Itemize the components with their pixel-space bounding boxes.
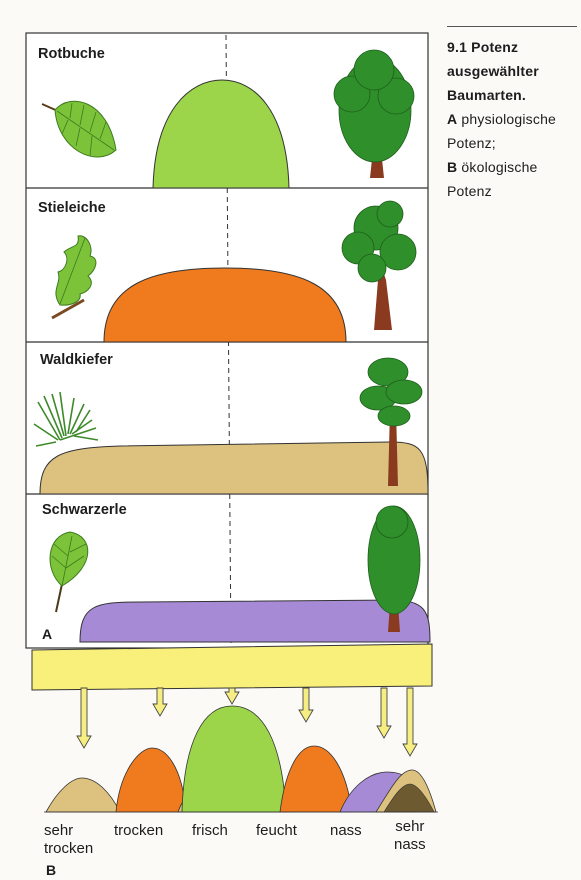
caption-part-a: A physiologische Potenz; [447,111,557,151]
scale-label-trocken: trocken [114,822,164,839]
alder-leaf-icon [49,531,89,613]
scale-label-feucht: feucht [256,822,297,839]
scale-label-nass: nass [330,822,362,839]
pine-tree-icon [359,357,423,486]
curve-waldkiefer [39,441,429,495]
oak-leaf-icon [51,235,97,320]
eco-stieleiche-left [115,747,187,813]
scale-label-sehr-trocken: sehr trocken [44,822,94,857]
curve-rotbuche [152,79,290,189]
caption-title: 9.1 Potenz ausgewählter Baumarten. [447,39,539,103]
down-arrow [224,687,240,705]
down-arrow [402,687,418,757]
down-arrow [76,687,92,749]
oak-tree-icon [341,200,417,330]
scale-label-frisch: frisch [192,822,228,839]
beech-leaf-icon [41,100,117,158]
part-label-b: B [46,862,57,878]
figure-caption: 9.1 Potenz ausgewählter Baumarten. A phy… [447,26,577,203]
down-arrow [152,687,168,717]
panel-label-waldkiefer: Waldkiefer [40,352,113,368]
panel-label-schwarzerle: Schwarzerle [42,502,127,518]
ecological-arrows [76,687,418,757]
eco-rotbuche [181,705,287,813]
pine-needles-icon [33,391,99,447]
beech-tree-icon [333,49,415,178]
eco-brown-extra [383,783,435,813]
curve-schwarzerle [79,599,431,643]
down-arrow [376,687,392,739]
part-label-a: A [42,626,53,642]
moisture-band [31,643,433,691]
curve-stieleiche [103,267,347,343]
scale-label-sehr-nass: sehr nass [394,818,426,853]
caption-part-b: B ökologische Potenz [447,159,538,199]
ecological-curves [44,705,438,813]
down-arrow [298,687,314,723]
eco-waldkiefer-left [45,777,121,813]
alder-tree-icon [367,505,421,632]
eco-stieleiche-right [279,745,353,813]
panel-label-rotbuche: Rotbuche [38,46,105,62]
panel-label-stieleiche: Stieleiche [38,200,106,216]
